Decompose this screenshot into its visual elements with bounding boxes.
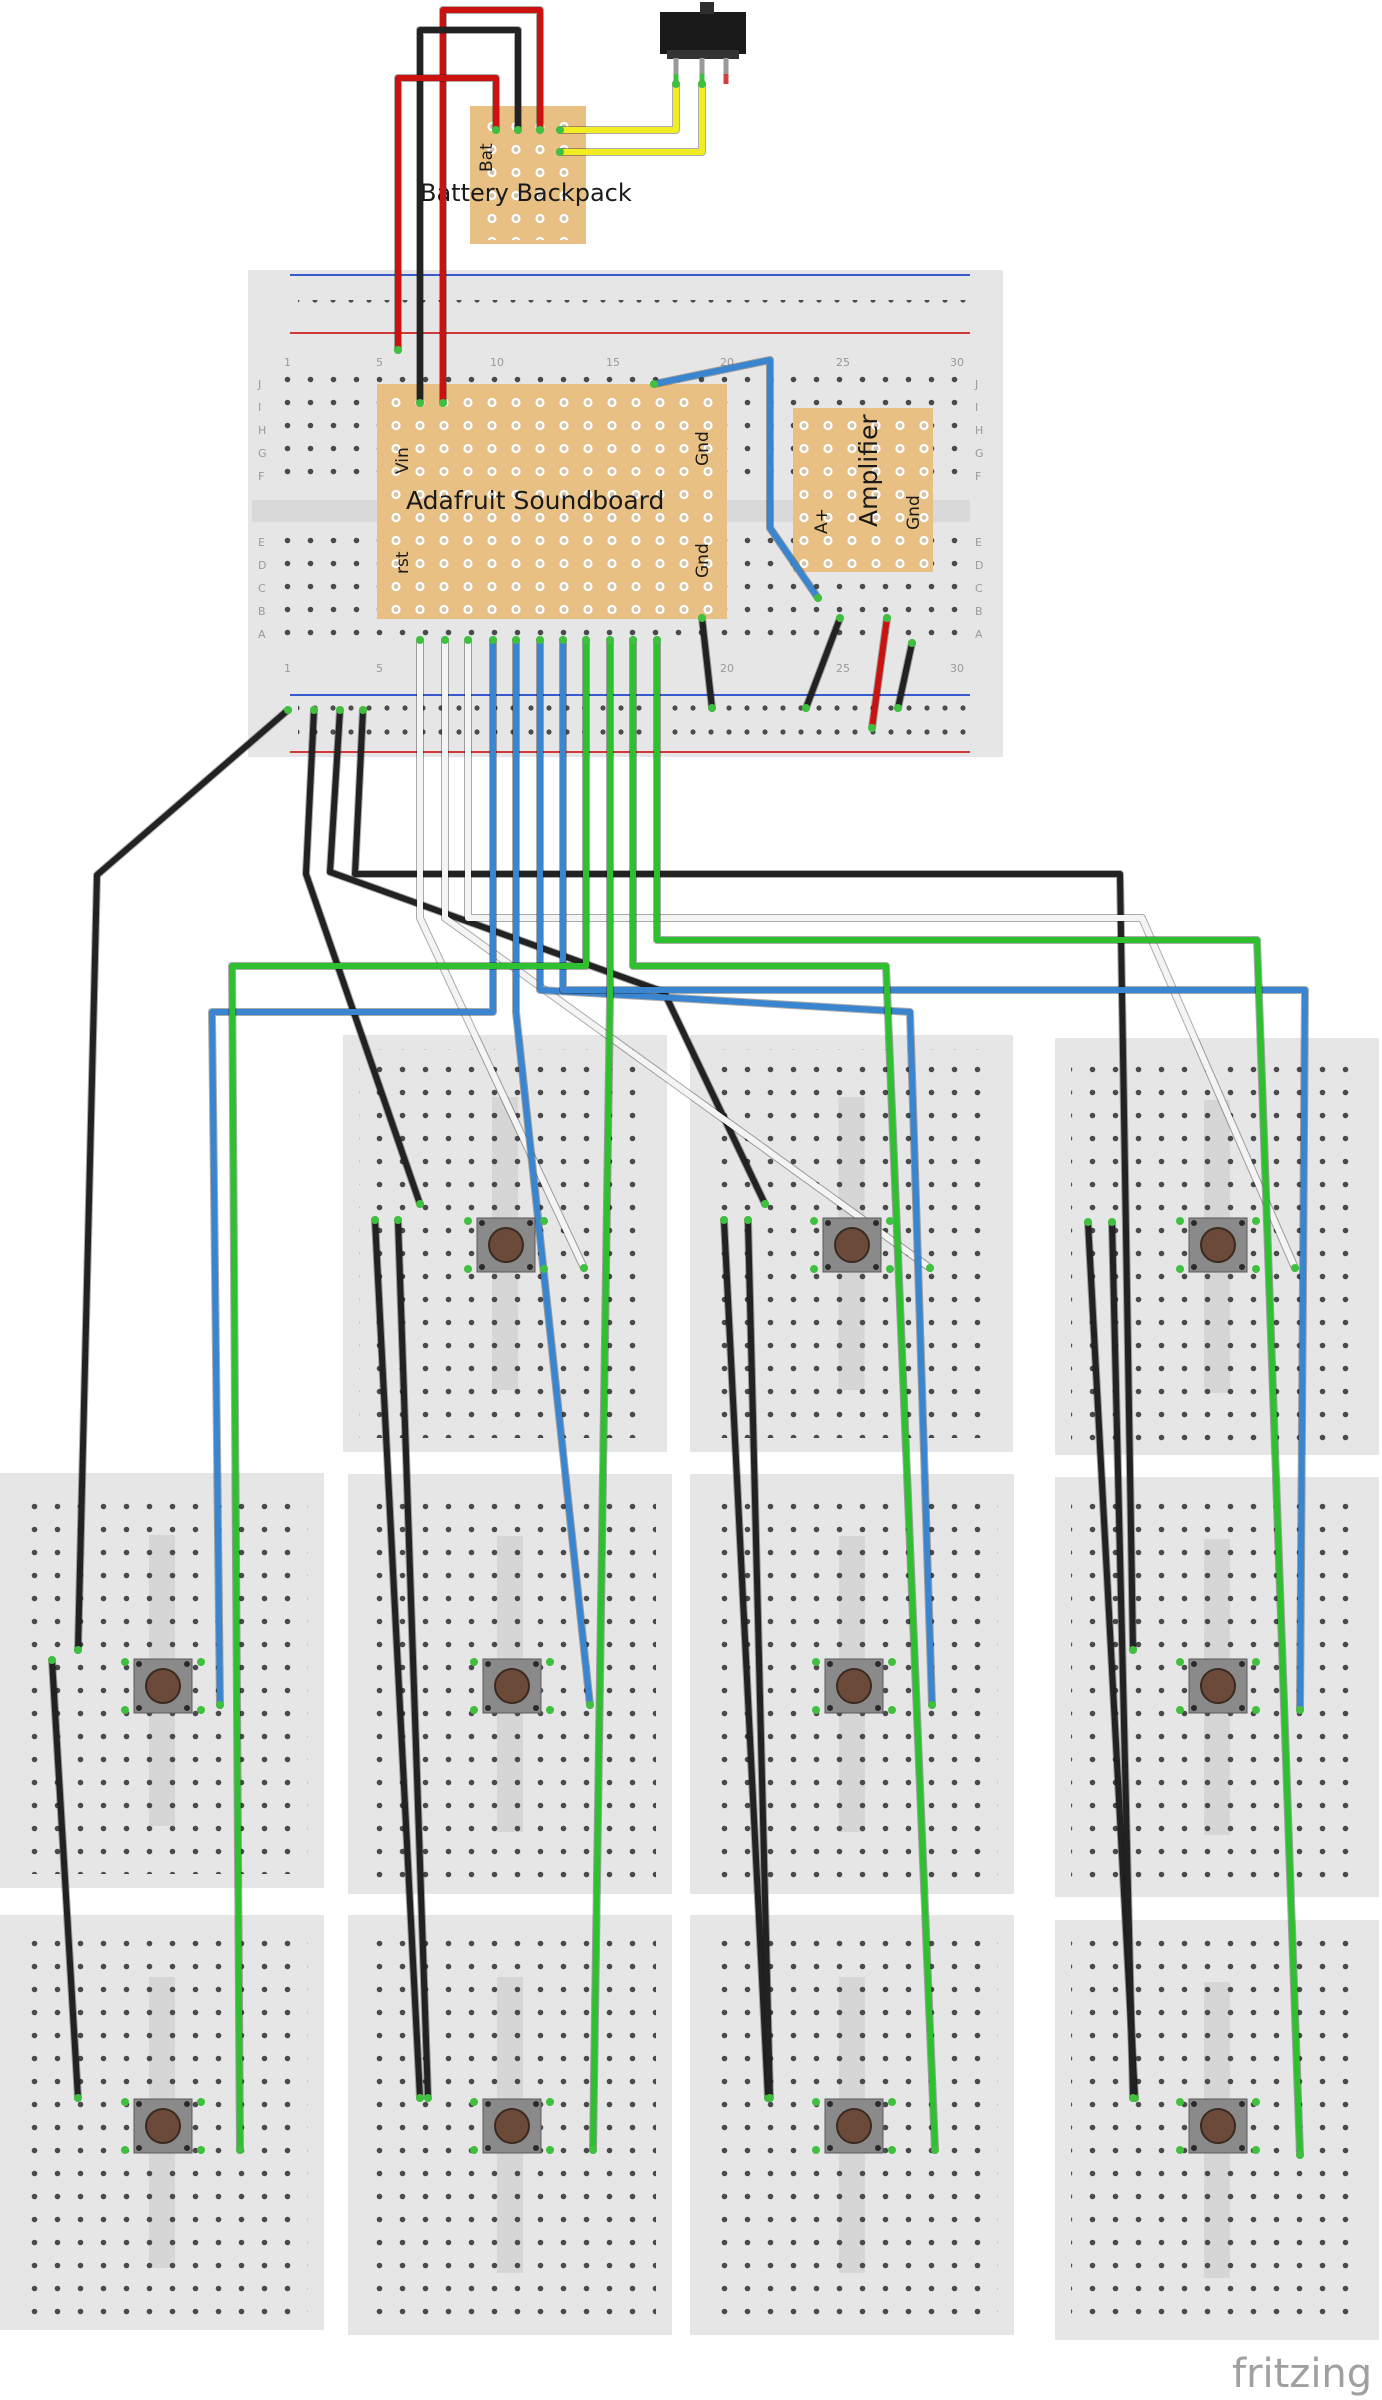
audio-blue-wire xyxy=(650,356,822,602)
row-label-h-right: H xyxy=(975,424,983,437)
row-label-b: B xyxy=(258,605,266,618)
amplifier-title: Amplifier xyxy=(854,414,883,527)
gnd-wire-row1-b xyxy=(326,706,769,1208)
row-label-b-right: B xyxy=(975,605,983,618)
row-label-e: E xyxy=(258,536,265,549)
buttons xyxy=(121,1217,1260,2154)
amp-black-wire-2 xyxy=(894,639,916,712)
row-label-f-right: F xyxy=(975,470,981,483)
adafruit-soundboard: Adafruit Soundboard Vin rst Gnd Gnd xyxy=(377,384,727,619)
green-wire-right xyxy=(629,636,939,2154)
switch-yellow-wire-2 xyxy=(556,80,706,156)
white-wire-3 xyxy=(464,636,1299,1272)
gnd-wire-row1-a xyxy=(302,706,424,1208)
col-label-25-bottom: 25 xyxy=(836,662,850,675)
row-label-i: I xyxy=(258,401,261,414)
soundboard-rst-label: rst xyxy=(393,551,413,574)
battery-red-wire-1 xyxy=(439,6,544,407)
tactile-button-icon[interactable] xyxy=(1176,1217,1260,1273)
row-label-i-right: I xyxy=(975,401,978,414)
amplifier-gnd-label: Gnd xyxy=(904,495,924,530)
tactile-button-icon[interactable] xyxy=(812,1658,896,1714)
button-gnd-wire xyxy=(1108,1218,1137,2102)
gnd-wire-row1-c xyxy=(351,706,1137,1654)
col-label-20-bottom: 20 xyxy=(720,662,734,675)
fritzing-watermark: fritzing xyxy=(1232,2351,1372,2397)
tactile-button-icon[interactable] xyxy=(810,1217,894,1273)
tactile-button-icon[interactable] xyxy=(470,1658,554,1714)
tactile-button-icon[interactable] xyxy=(121,1658,205,1714)
switch-yellow-wire-1 xyxy=(556,80,680,134)
row-label-j-right: J xyxy=(974,378,978,391)
amplifier-aplus-label: A+ xyxy=(812,508,832,534)
button-gnd-wire xyxy=(744,1216,774,2102)
soundboard-gnd-bottom-label: Gnd xyxy=(693,543,713,578)
mini-breadboard xyxy=(1055,1920,1379,2340)
row-label-d-right: D xyxy=(975,559,983,572)
battery-title: Battery Backpack xyxy=(420,179,632,207)
row-label-a: A xyxy=(258,628,266,641)
row-label-f: F xyxy=(258,470,264,483)
soundboard-vin-label: Vin xyxy=(393,447,413,474)
amplifier: Amplifier A+ Gnd xyxy=(793,408,933,572)
col-label-1-bottom: 1 xyxy=(284,662,291,675)
blue-wire-right xyxy=(536,636,936,1709)
row-label-h: H xyxy=(258,424,266,437)
wires xyxy=(48,6,1309,2159)
white-wire-2 xyxy=(441,636,934,1272)
row-label-e-right: E xyxy=(975,536,982,549)
col-label-1: 1 xyxy=(284,356,291,369)
row-label-a-right: A xyxy=(975,628,983,641)
button-gnd-wire xyxy=(394,1216,432,2102)
tactile-button-icon[interactable] xyxy=(470,2098,554,2154)
blue-wire-mid xyxy=(512,636,594,1709)
green-wire-left xyxy=(228,636,590,2154)
col-label-30-bottom: 30 xyxy=(950,662,964,675)
row-label-d: D xyxy=(258,559,266,572)
tactile-button-icon[interactable] xyxy=(812,2098,896,2154)
small-breadboards xyxy=(0,1035,1379,2340)
button-gnd-wire xyxy=(371,1216,424,2102)
slide-switch-icon[interactable] xyxy=(660,2,746,84)
row-label-g: G xyxy=(258,447,267,460)
col-label-10: 10 xyxy=(490,356,504,369)
battery-backpack: Bat Battery Backpack xyxy=(420,106,632,244)
sb-gnd-wire xyxy=(698,614,716,712)
col-label-5-bottom: 5 xyxy=(376,662,383,675)
blue-wire-left xyxy=(208,636,497,1709)
mini-breadboard xyxy=(348,1474,672,1894)
col-label-15: 15 xyxy=(606,356,620,369)
row-label-c-right: C xyxy=(975,582,983,595)
amp-black-wire-1 xyxy=(802,614,844,712)
mini-breadboard xyxy=(690,1915,1014,2335)
battery-black-wire xyxy=(416,26,522,407)
battery-red-wire-2 xyxy=(394,74,500,354)
row-label-j: J xyxy=(257,378,261,391)
mini-breadboard xyxy=(343,1035,667,1452)
tactile-button-icon[interactable] xyxy=(1176,2098,1260,2154)
green-wire-mid xyxy=(589,636,614,2154)
amp-red-wire xyxy=(868,614,891,732)
mini-breadboard xyxy=(0,1915,324,2330)
col-label-30: 30 xyxy=(950,356,964,369)
col-label-5: 5 xyxy=(376,356,383,369)
col-label-25: 25 xyxy=(836,356,850,369)
blue-wire-far xyxy=(559,636,1309,1714)
gnd-wire-left xyxy=(74,706,292,1654)
battery-pin-label: Bat xyxy=(477,143,497,172)
soundboard-gnd-top-label: Gnd xyxy=(693,431,713,466)
tactile-button-icon[interactable] xyxy=(464,1217,548,1273)
green-wire-far xyxy=(653,636,1304,2159)
tactile-button-icon[interactable] xyxy=(121,2098,205,2154)
row-label-c: C xyxy=(258,582,266,595)
soundboard-title: Adafruit Soundboard xyxy=(406,486,664,515)
row-label-g-right: G xyxy=(975,447,984,460)
tactile-button-icon[interactable] xyxy=(1176,1658,1260,1714)
button-gnd-wire xyxy=(48,1656,82,2102)
